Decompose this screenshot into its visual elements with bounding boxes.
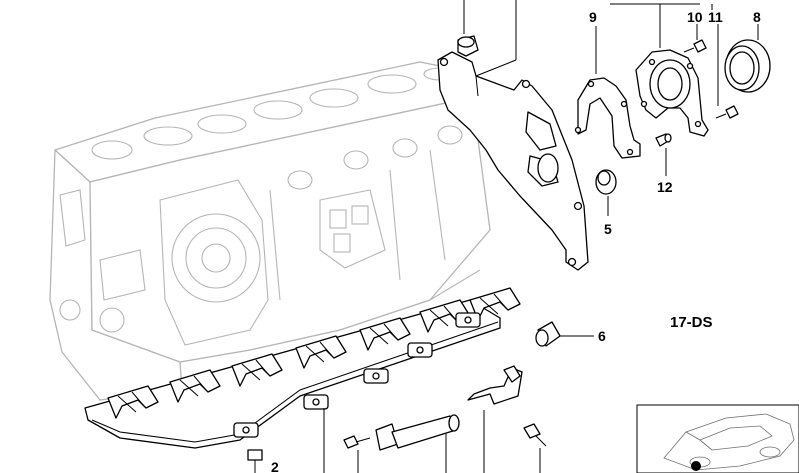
bracket [467, 365, 523, 405]
bearing-cap-web [369, 323, 397, 345]
crankshaft-seal [724, 39, 771, 93]
plug-6 [535, 321, 561, 347]
sleeve-part [457, 35, 479, 57]
callout-11: 11 [708, 9, 723, 25]
bearing-cap-web [117, 391, 145, 413]
bolt-2 [247, 449, 263, 473]
bolt-hole [312, 398, 320, 406]
callout-10: 10 [687, 9, 703, 25]
bracket-bolt [523, 423, 547, 447]
seal-carrier [635, 49, 709, 137]
diagram-code: 17-DS [670, 314, 713, 331]
callout-2: 2 [271, 459, 279, 473]
location-marker-icon [691, 461, 701, 471]
bolt-10 [683, 39, 707, 53]
bearing-cap-ribs [107, 287, 521, 419]
rear-end-plate [437, 51, 589, 271]
sensor-bolt [343, 435, 371, 449]
bearing-cap-web [241, 359, 269, 381]
bearing-cap-bolts [233, 312, 481, 438]
bearing-cap-web [305, 341, 333, 363]
leader-lines [323, 0, 759, 473]
bearing-cap-web [429, 305, 457, 327]
bearing-cap-web [179, 375, 207, 397]
callout-5: 5 [604, 221, 612, 237]
callout-labels: 9 10 11 8 12 5 6 2 17-DS [271, 9, 761, 473]
bolt-hole [464, 316, 472, 324]
bolt-hole [242, 426, 250, 434]
rear-cover-gasket [574, 77, 641, 159]
callout-6: 6 [598, 328, 606, 344]
callout-12: 12 [657, 179, 673, 195]
bearing-cap-web [479, 293, 507, 315]
vehicle-locator-thumbnail [636, 404, 799, 473]
dowel-pin [655, 133, 672, 147]
bolt-11 [715, 105, 739, 119]
plug-5 [595, 169, 617, 195]
bolt-hole [372, 372, 380, 380]
crankshaft-sensor [375, 414, 460, 451]
callout-8: 8 [753, 9, 761, 25]
callout-9: 9 [589, 9, 597, 25]
bolt-hole [416, 346, 424, 354]
